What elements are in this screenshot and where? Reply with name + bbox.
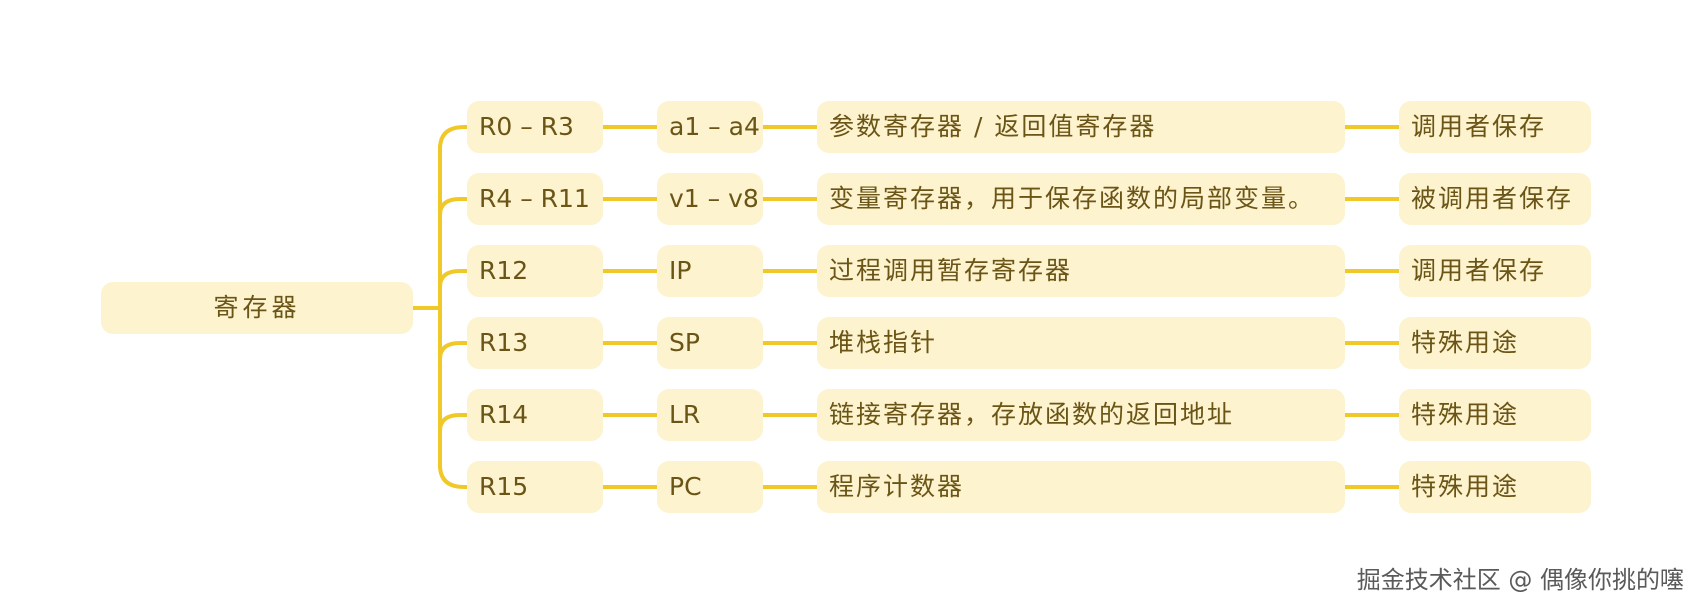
branch-connector bbox=[438, 269, 469, 289]
alias-label: LR bbox=[669, 400, 701, 429]
alias-label: IP bbox=[669, 256, 692, 285]
save-convention-label: 特殊用途 bbox=[1411, 328, 1520, 357]
description-label: 参数寄存器 / 返回值寄存器 bbox=[829, 112, 1157, 141]
description-node: 过程调用暂存寄存器 bbox=[817, 245, 1345, 297]
register-label: R14 bbox=[479, 400, 529, 429]
save-convention-node: 调用者保存 bbox=[1399, 101, 1591, 153]
alias-node: PC bbox=[657, 461, 763, 513]
branch-connector bbox=[438, 197, 469, 217]
watermark: 掘金技术社区 @ 偶像你挑的噻 bbox=[1357, 560, 1684, 595]
register-node: R0 – R3 bbox=[467, 101, 603, 153]
register-node: R4 – R11 bbox=[467, 173, 603, 225]
register-node: R12 bbox=[467, 245, 603, 297]
description-node: 变量寄存器，用于保存函数的局部变量。 bbox=[817, 173, 1345, 225]
description-label: 变量寄存器，用于保存函数的局部变量。 bbox=[829, 184, 1316, 213]
register-label: R12 bbox=[479, 256, 529, 285]
save-convention-label: 特殊用途 bbox=[1411, 472, 1520, 501]
watermark-text: 掘金技术社区 @ 偶像你挑的噻 bbox=[1356, 566, 1684, 594]
save-convention-node: 被调用者保存 bbox=[1399, 173, 1591, 225]
alias-label: a1 – a4 bbox=[669, 112, 760, 141]
alias-label: PC bbox=[669, 472, 702, 501]
alias-label: SP bbox=[669, 328, 700, 357]
alias-node: SP bbox=[657, 317, 763, 369]
description-label: 链接寄存器，存放函数的返回地址 bbox=[829, 400, 1235, 429]
save-convention-node: 调用者保存 bbox=[1399, 245, 1591, 297]
branch-connector bbox=[438, 341, 469, 361]
register-node: R13 bbox=[467, 317, 603, 369]
register-label: R4 – R11 bbox=[479, 184, 590, 213]
root-node-registers: 寄存器 bbox=[101, 282, 413, 334]
branch-connector bbox=[438, 413, 469, 433]
description-label: 堆栈指针 bbox=[829, 328, 938, 357]
alias-node: v1 – v8 bbox=[657, 173, 763, 225]
save-convention-label: 被调用者保存 bbox=[1411, 184, 1574, 213]
register-label: R15 bbox=[479, 472, 529, 501]
save-convention-label: 调用者保存 bbox=[1411, 112, 1547, 141]
register-label: R13 bbox=[479, 328, 529, 357]
description-label: 程序计数器 bbox=[829, 472, 965, 501]
alias-node: LR bbox=[657, 389, 763, 441]
save-convention-node: 特殊用途 bbox=[1399, 317, 1591, 369]
description-node: 程序计数器 bbox=[817, 461, 1345, 513]
description-node: 参数寄存器 / 返回值寄存器 bbox=[817, 101, 1345, 153]
root-label: 寄存器 bbox=[213, 293, 301, 322]
save-convention-label: 特殊用途 bbox=[1411, 400, 1520, 429]
register-node: R14 bbox=[467, 389, 603, 441]
description-node: 链接寄存器，存放函数的返回地址 bbox=[817, 389, 1345, 441]
description-node: 堆栈指针 bbox=[817, 317, 1345, 369]
alias-label: v1 – v8 bbox=[669, 184, 759, 213]
register-label: R0 – R3 bbox=[479, 112, 574, 141]
branch-connector bbox=[438, 125, 469, 151]
branch-connector bbox=[438, 463, 469, 489]
save-convention-node: 特殊用途 bbox=[1399, 389, 1591, 441]
alias-node: a1 – a4 bbox=[657, 101, 763, 153]
description-label: 过程调用暂存寄存器 bbox=[829, 256, 1073, 285]
register-node: R15 bbox=[467, 461, 603, 513]
alias-node: IP bbox=[657, 245, 763, 297]
save-convention-label: 调用者保存 bbox=[1411, 256, 1547, 285]
save-convention-node: 特殊用途 bbox=[1399, 461, 1591, 513]
